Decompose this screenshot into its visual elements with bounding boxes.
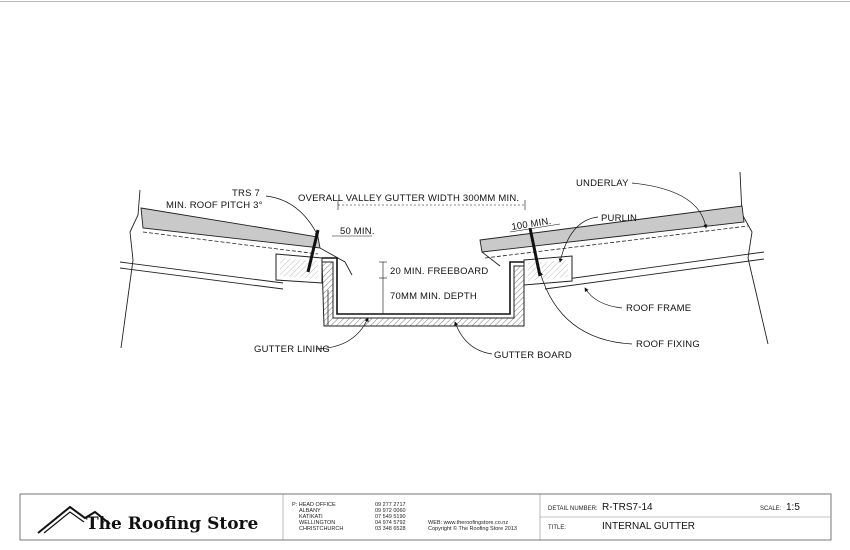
company-name: The Roofing Store — [86, 514, 259, 534]
web-address: WEB: www.theroofingstore.co.nz — [428, 520, 508, 526]
office-name: KATIKATI — [299, 514, 323, 520]
right-roof-fixing — [528, 227, 542, 277]
office-phone: 03 348 6528 — [375, 526, 406, 532]
roofing-store-logo-icon — [37, 505, 111, 534]
gutter — [321, 257, 528, 327]
left-roof-sheet — [140, 207, 321, 249]
label-gutter-board: GUTTER BOARD — [494, 350, 572, 361]
office-name: WELLINGTON — [299, 520, 335, 526]
office-name: P: HEAD OFFICE — [292, 502, 336, 508]
leader-lines — [265, 182, 708, 355]
scale-value: 1:5 — [786, 502, 800, 513]
label-min-roof-pitch: MIN. ROOF PITCH 3° — [166, 200, 263, 211]
label-trs7: TRS 7 — [232, 188, 260, 199]
label-min-depth: 70MM MIN. DEPTH — [390, 291, 477, 302]
left-roof-fixing — [306, 229, 320, 273]
label-gutter-lining: GUTTER LINING — [254, 344, 330, 355]
label-overall-width: OVERALL VALLEY GUTTER WIDTH 300MM MIN. — [298, 193, 519, 204]
title-block: The Roofing Store P: HEAD OFFICE 09 277 … — [19, 493, 832, 541]
left-roof-structure — [119, 189, 353, 349]
label-purlin: PURLIN — [601, 213, 637, 224]
right-roof-sheet — [479, 205, 745, 253]
office-name: ALBANY — [299, 508, 321, 514]
office-phone: 04 974 5792 — [375, 520, 406, 526]
right-roof-structure — [479, 171, 769, 345]
detail-number-label: DETAIL NUMBER: — [548, 506, 598, 512]
office-phone: 09 277 2717 — [375, 502, 406, 508]
label-50-min: 50 MIN. — [340, 226, 375, 237]
label-freeboard: 20 MIN. FREEBOARD — [390, 266, 488, 277]
office-phone: 09 972 0060 — [375, 508, 406, 514]
scale-label: SCALE: — [760, 506, 782, 512]
label-roof-frame: ROOF FRAME — [626, 303, 691, 314]
title-label: TITLE: — [548, 525, 566, 531]
dimensions — [332, 200, 561, 315]
label-underlay: UNDERLAY — [576, 178, 629, 189]
office-name: CHRISTCHURCH — [299, 526, 343, 532]
copyright: Copyright © The Roofing Store 2013 — [428, 525, 517, 532]
office-phone: 07 549 5190 — [375, 514, 406, 520]
detail-number: R-TRS7-14 — [602, 502, 653, 513]
gutter-lining-shape — [322, 257, 528, 315]
drawing-title: INTERNAL GUTTER — [602, 521, 695, 532]
gutter-board-shape — [321, 261, 525, 327]
label-roof-fixing: ROOF FIXING — [636, 339, 700, 350]
